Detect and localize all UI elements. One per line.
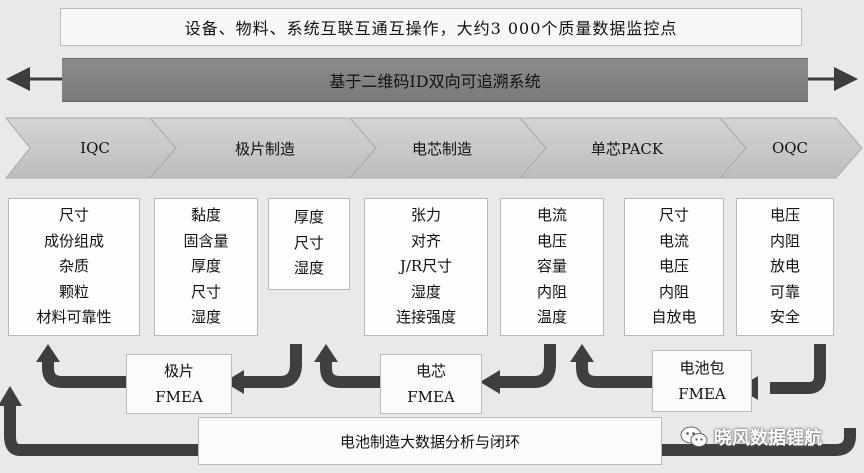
- param-item: 尺寸: [58, 206, 89, 225]
- watermark-text: 晓风数据锂航: [714, 428, 822, 449]
- param-item: 电压: [536, 231, 567, 250]
- stage-electrode: 极片制造: [234, 139, 295, 158]
- fmea-box-cell: 电芯 FMEA: [380, 354, 482, 414]
- param-item: 厚度: [190, 257, 221, 276]
- fmea-title: 电池包: [679, 359, 725, 377]
- big-data-bar: 电池制造大数据分析与闭环: [198, 417, 662, 465]
- fmea-label: FMEA: [678, 385, 726, 403]
- arrow-electrode-icon: [244, 344, 302, 388]
- banner-text: 基于二维码ID双向可追溯系统: [329, 72, 541, 91]
- param-item: 自放电: [651, 308, 697, 327]
- param-box-iqc: 尺寸 成份组成 杂质 颗粒 材料可靠性: [8, 198, 140, 336]
- param-item: 杂质: [58, 257, 89, 276]
- param-box-slurry: 黏度 固含量 厚度 尺寸 湿度: [154, 198, 258, 336]
- param-box-pack: 尺寸 电流 电压 内阻 自放电: [624, 198, 724, 336]
- param-item: 连接强度: [395, 308, 456, 327]
- param-item: 电流: [658, 231, 689, 250]
- arrow-pack-icon: [576, 358, 660, 388]
- param-item: 湿度: [190, 308, 221, 327]
- param-box-cell: 张力 对齐 J/R尺寸 湿度 连接强度: [364, 198, 488, 336]
- param-box-cell-test: 电流 电压 容量 内阻 温度: [500, 198, 604, 336]
- fmea-title: 极片: [163, 362, 194, 380]
- param-item: 内阻: [769, 231, 800, 250]
- stage-pack: 单芯PACK: [590, 139, 664, 158]
- fmea-label: FMEA: [407, 388, 455, 406]
- param-item: 安全: [769, 308, 800, 327]
- stage-cell: 电芯制造: [411, 139, 472, 158]
- fmea-label: FMEA: [155, 388, 203, 406]
- param-item: 颗粒: [58, 282, 89, 301]
- arrow-iqc-icon: [42, 358, 128, 388]
- fmea-box-pack: 电池包 FMEA: [652, 350, 752, 412]
- param-item: 内阻: [658, 282, 689, 301]
- big-data-text: 电池制造大数据分析与闭环: [339, 432, 520, 451]
- top-note: 设备、物料、系统互联互通互操作，大约3 000个质量数据监控点: [60, 8, 802, 46]
- param-item: 固含量: [183, 231, 229, 250]
- param-item: 湿度: [410, 282, 441, 301]
- fmea-title: 电芯: [415, 362, 446, 380]
- watermark: 晓风数据锂航: [680, 420, 850, 454]
- param-item: 内阻: [536, 282, 567, 301]
- param-item: 湿度: [293, 259, 324, 277]
- traceability-banner: 基于二维码ID双向可追溯系统: [62, 58, 808, 102]
- param-item: 尺寸: [190, 282, 221, 301]
- stage-iqc: IQC: [80, 139, 110, 157]
- param-box-oqc: 电压 内阻 放电 可靠 安全: [736, 198, 834, 336]
- param-item: 黏度: [190, 206, 221, 225]
- param-item: 尺寸: [658, 206, 689, 225]
- param-item: 电流: [536, 206, 567, 225]
- param-item: 材料可靠性: [36, 308, 112, 327]
- param-item: 可靠: [769, 282, 800, 301]
- wechat-icon: [680, 426, 708, 447]
- param-item: 容量: [536, 257, 567, 276]
- param-item: 张力: [410, 206, 441, 225]
- param-item: 电压: [658, 257, 689, 276]
- param-item: 尺寸: [293, 233, 324, 252]
- param-item: 厚度: [293, 208, 324, 226]
- arrow-cell-icon: [320, 358, 382, 388]
- param-item: 电压: [769, 206, 800, 225]
- chevron-oqc: [718, 117, 863, 179]
- fmea-box-electrode: 极片 FMEA: [126, 354, 232, 414]
- arrow-celltest-icon: [500, 344, 556, 388]
- param-item: 放电: [769, 257, 800, 276]
- param-item: 温度: [536, 308, 567, 327]
- param-item: 对齐: [410, 231, 441, 250]
- arrow-oqc-icon: [770, 344, 826, 394]
- stage-oqc: OQC: [771, 139, 809, 157]
- param-item: J/R尺寸: [399, 257, 453, 276]
- param-item: 成份组成: [43, 231, 104, 250]
- process-chevrons: [4, 117, 863, 179]
- param-box-electrode: 厚度 尺寸 湿度: [268, 198, 350, 290]
